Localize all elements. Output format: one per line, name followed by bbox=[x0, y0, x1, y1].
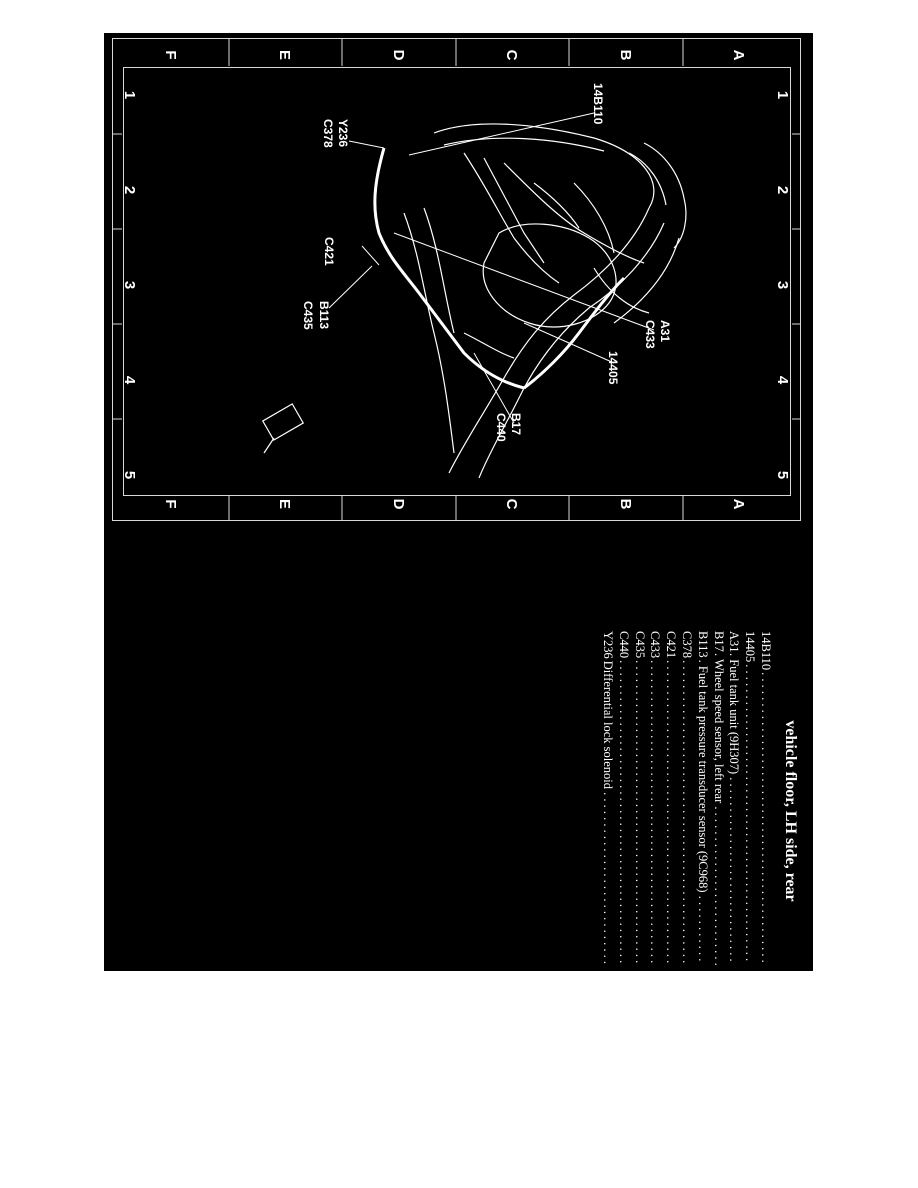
legend-description bbox=[662, 660, 678, 965]
wiring-harness bbox=[373, 147, 525, 390]
legend-grid-ref: E 3 bbox=[664, 973, 679, 991]
floor-outline bbox=[448, 207, 650, 474]
legend-grid-ref: B 1 bbox=[759, 973, 773, 991]
legend-grid-ref: B 4 bbox=[743, 973, 758, 991]
floor-outline bbox=[483, 157, 545, 264]
legend-description bbox=[615, 660, 631, 965]
legend-code: B17 bbox=[711, 631, 726, 652]
legend-row: C440 C 5 bbox=[615, 631, 631, 991]
legend-code: C440 bbox=[616, 631, 631, 659]
legend-description: . Fuel tank unit (9H307) bbox=[726, 653, 741, 965]
legend-title: vehicle floor, LH side, rear bbox=[782, 720, 799, 902]
leader-c421 bbox=[361, 245, 380, 266]
leader-b113 bbox=[328, 265, 373, 309]
legend-row: A31 . Fuel tank unit (9H307) B 4 bbox=[726, 631, 742, 991]
floor-outline bbox=[463, 152, 560, 284]
drawing-area bbox=[123, 67, 791, 496]
wheel-outline bbox=[628, 152, 667, 206]
leader-a31 bbox=[393, 232, 655, 331]
wheel-outline bbox=[643, 142, 687, 249]
floor-outline bbox=[573, 182, 615, 254]
legend-row: C421 E 3 bbox=[662, 631, 678, 991]
callout-b17: B17 bbox=[509, 413, 523, 436]
floor-outline bbox=[463, 332, 515, 359]
callout-14b110: 14B110 bbox=[591, 83, 605, 125]
leader-14405 bbox=[523, 322, 615, 364]
legend-code: B113 bbox=[695, 631, 710, 658]
leader-b17 bbox=[473, 352, 515, 424]
callout-c378: C378 bbox=[321, 119, 335, 148]
callout-c435: C435 bbox=[301, 301, 315, 330]
component-legend: vehicle floor, LH side, rear 14B110 B 1 … bbox=[569, 631, 799, 991]
floor-outline bbox=[433, 123, 655, 209]
legend-grid-ref: B 4 bbox=[648, 973, 663, 991]
legend-code: C378 bbox=[680, 631, 695, 659]
callout-c421: C421 bbox=[322, 237, 336, 266]
legend-code: Y236 bbox=[601, 631, 616, 659]
orientation-arrow bbox=[263, 437, 275, 454]
legend-code: A31 bbox=[727, 631, 742, 653]
fuel-tank-outline bbox=[482, 223, 617, 328]
legend-row: Y236 Differential lock solenoid E 1 bbox=[599, 631, 615, 991]
legend-description bbox=[647, 660, 663, 965]
legend-grid-ref: C 5 bbox=[616, 973, 631, 991]
floor-outline bbox=[423, 207, 455, 334]
floor-outline bbox=[403, 212, 455, 454]
callout-14405: 14405 bbox=[606, 351, 620, 385]
legend-description: Differential lock solenoid bbox=[599, 661, 615, 965]
legend-description: . Fuel tank pressure transducer sensor (… bbox=[694, 660, 710, 965]
legend-row: 14B110 B 1 bbox=[757, 631, 773, 991]
wiring-harness bbox=[523, 276, 626, 390]
floor-outline bbox=[613, 237, 680, 324]
legend-grid-ref: E 1 bbox=[680, 973, 695, 991]
legend-code: 14B110 bbox=[759, 631, 773, 671]
callout-b113: B113 bbox=[317, 301, 331, 330]
callout-y236: Y236 bbox=[336, 119, 350, 148]
legend-code: C435 bbox=[632, 631, 647, 659]
legend-row: 14405 B 4 bbox=[741, 631, 757, 991]
legend-description bbox=[757, 672, 773, 965]
floor-outline bbox=[503, 162, 645, 264]
legend-code: C433 bbox=[648, 631, 663, 659]
leader-14b110 bbox=[408, 112, 595, 156]
legend-row: C378 E 1 bbox=[678, 631, 694, 991]
vehicle-floor-drawing bbox=[112, 38, 801, 521]
legend-code: 14405 bbox=[743, 631, 758, 663]
floor-outline bbox=[443, 137, 605, 152]
legend-row: B113 . Fuel tank pressure transducer sen… bbox=[694, 631, 710, 991]
legend-description bbox=[631, 660, 647, 965]
legend-row: C433 B 4 bbox=[647, 631, 663, 991]
legend-description: . Wheel speed sensor, left rear bbox=[710, 653, 726, 965]
legend-description bbox=[741, 664, 757, 965]
legend-code: C421 bbox=[664, 631, 679, 659]
leader-y236 bbox=[348, 140, 385, 149]
legend-grid-ref: E 1 bbox=[601, 973, 616, 991]
legend-grid-ref: E 3 bbox=[632, 973, 647, 991]
legend-row: B17 . Wheel speed sensor, left rear C 5 bbox=[710, 631, 726, 991]
callout-c440: C440 bbox=[494, 413, 508, 442]
floor-outline bbox=[593, 267, 650, 314]
vehicle-orientation-icon bbox=[261, 403, 305, 441]
callout-a31: A31 bbox=[658, 320, 672, 343]
legend-grid-ref: C 5 bbox=[711, 973, 726, 991]
legend-row: C435 E 3 bbox=[631, 631, 647, 991]
floor-outline bbox=[478, 222, 665, 479]
floor-outline bbox=[533, 182, 580, 229]
callout-c433: C433 bbox=[643, 320, 657, 349]
legend-grid-ref: E 3 bbox=[695, 973, 710, 991]
diagram-panel: A B C D E F A B C D E F 1 2 3 4 5 1 2 3 … bbox=[104, 33, 813, 991]
legend-description bbox=[678, 660, 694, 965]
legend-grid-ref: B 4 bbox=[727, 973, 742, 991]
